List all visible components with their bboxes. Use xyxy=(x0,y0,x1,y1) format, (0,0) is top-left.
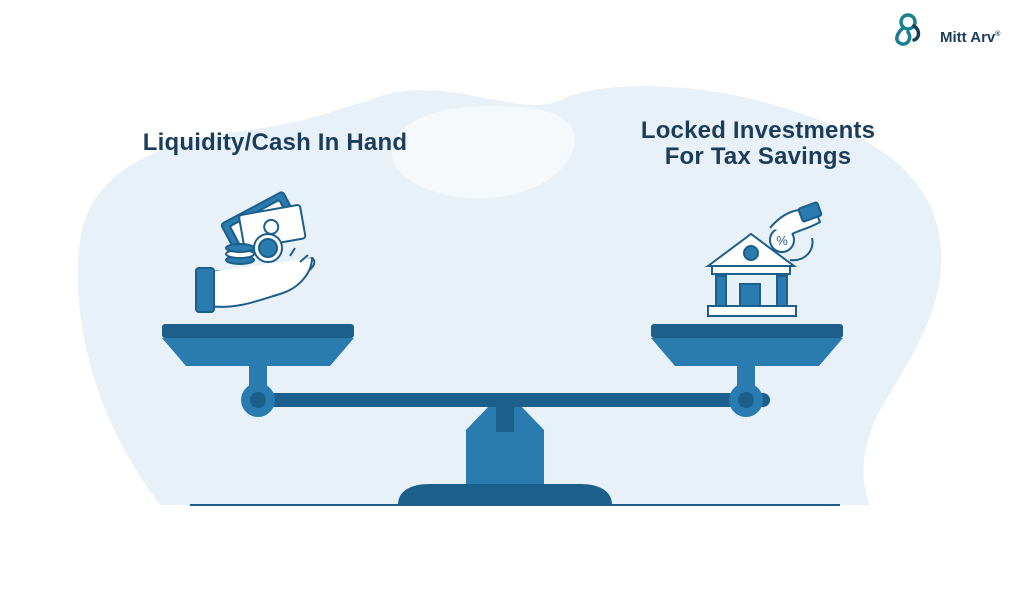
brand: Mitt Arv® xyxy=(940,20,1000,54)
right-pan xyxy=(651,324,843,366)
bank-with-percent-icon: % xyxy=(704,201,823,317)
scale-stand-notch xyxy=(496,400,514,432)
scale-base xyxy=(398,484,612,505)
left-pan xyxy=(162,324,354,366)
svg-text:%: % xyxy=(776,233,788,248)
left-label: Liquidity/Cash In Hand xyxy=(142,129,408,156)
brand-name: Mitt Arv® xyxy=(940,29,1000,46)
infinity-logo-icon xyxy=(895,13,921,46)
brand-name-text: Mitt Arv xyxy=(940,28,996,46)
scale-beam xyxy=(250,393,770,407)
hand-with-cash-icon xyxy=(195,191,316,313)
brand-registered-mark: ® xyxy=(995,30,1001,38)
scale-stand xyxy=(466,405,544,484)
right-label: Locked Investments For Tax Savings xyxy=(600,118,916,170)
right-label-line2: For Tax Savings xyxy=(664,143,852,170)
background-blob-hole xyxy=(391,106,575,199)
right-label-line1: Locked Investments xyxy=(640,117,876,144)
